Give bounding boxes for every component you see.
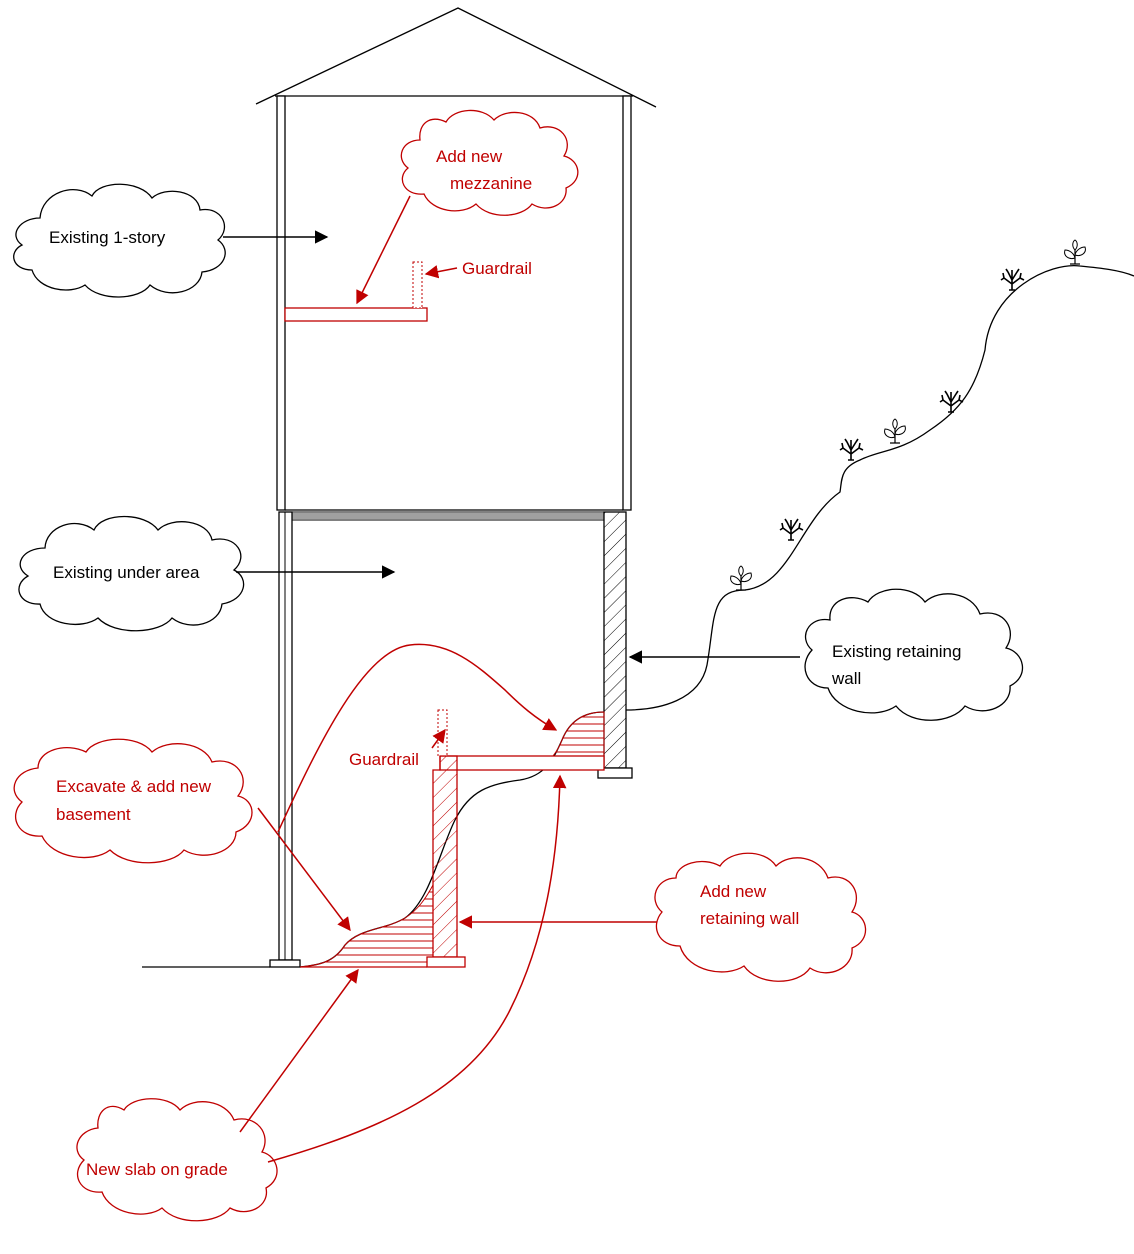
upper-infill bbox=[552, 711, 605, 757]
label-slab: New slab on grade bbox=[86, 1160, 228, 1179]
label-existing-retaining-1: Existing retaining bbox=[832, 642, 961, 661]
cloud-existing-story bbox=[13, 183, 226, 298]
label-excavate-2: basement bbox=[56, 805, 131, 824]
mezzanine-guardrail bbox=[412, 261, 423, 309]
vegetation bbox=[730, 239, 1086, 591]
label-existing-retaining-2: wall bbox=[831, 669, 861, 688]
label-new-retaining-1: Add new bbox=[700, 882, 767, 901]
lower-slab-infill bbox=[299, 884, 434, 968]
arrow-slab-upper bbox=[267, 774, 567, 1163]
new-retaining-wall bbox=[432, 755, 458, 958]
arrow-excavate-lower bbox=[257, 807, 351, 932]
sprout-icon bbox=[730, 565, 752, 591]
label-guardrail-lower: Guardrail bbox=[349, 750, 419, 769]
cloud-excavate bbox=[13, 738, 253, 864]
cloud-existing-under bbox=[18, 515, 245, 632]
arrow-guardrail-lower bbox=[431, 728, 446, 749]
label-guardrail-upper: Guardrail bbox=[462, 259, 532, 278]
label-existing-under: Existing under area bbox=[53, 563, 200, 582]
new-retaining-footing bbox=[426, 956, 466, 968]
tree-icon bbox=[839, 438, 864, 461]
tree-icon bbox=[779, 518, 804, 541]
existing-retaining-footing bbox=[597, 767, 633, 779]
label-mezzanine-1: Add new bbox=[436, 147, 503, 166]
left-footing bbox=[269, 959, 301, 968]
raised-slab bbox=[439, 755, 605, 771]
cloud-new-retaining bbox=[654, 852, 867, 982]
cloud-existing-retaining bbox=[804, 588, 1024, 721]
arrow-mezzanine bbox=[356, 195, 411, 305]
cloud-slab bbox=[76, 1098, 278, 1222]
floor-framing bbox=[291, 511, 605, 521]
tree-icon bbox=[1000, 268, 1025, 291]
label-existing-story: Existing 1-story bbox=[49, 228, 166, 247]
roof bbox=[255, 7, 657, 108]
sprout-icon bbox=[884, 418, 906, 444]
existing-retaining-wall bbox=[603, 511, 627, 769]
arrow-excavate-upper bbox=[277, 643, 558, 833]
cloud-mezzanine bbox=[400, 109, 579, 216]
label-excavate-1: Excavate & add new bbox=[56, 777, 212, 796]
label-new-retaining-2: retaining wall bbox=[700, 909, 799, 928]
sprout-icon bbox=[1064, 239, 1086, 265]
mezzanine-slab bbox=[284, 307, 428, 322]
upper-wall-left bbox=[276, 95, 286, 511]
arrow-guardrail-upper bbox=[424, 265, 458, 279]
arrow-slab-lower bbox=[239, 968, 359, 1133]
proposed-work bbox=[284, 261, 605, 968]
tree-icon bbox=[939, 390, 964, 413]
hillside-grade bbox=[625, 264, 1134, 711]
upper-wall-right bbox=[622, 95, 632, 511]
label-mezzanine-2: mezzanine bbox=[450, 174, 532, 193]
